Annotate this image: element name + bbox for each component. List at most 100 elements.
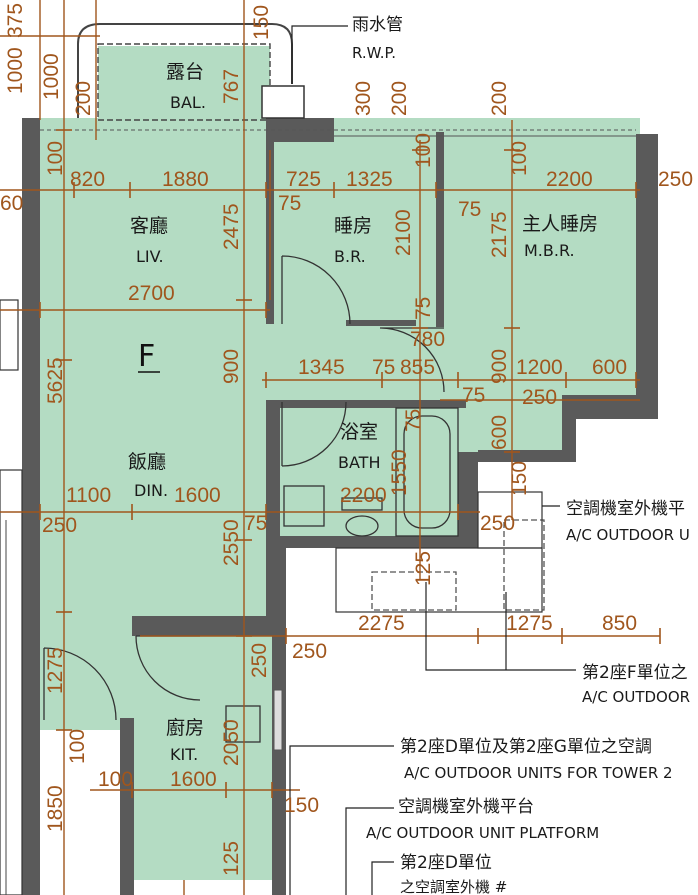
room-br-en: B.R. [334,247,366,266]
balcony-floor [98,46,270,118]
dim-1000a: 1000 [4,47,27,94]
dim-600a: 600 [592,356,627,379]
wall-kit-left [120,718,134,895]
dim-1000b: 1000 [40,53,63,100]
kitchen-hob [225,705,261,743]
callout-ac1-zh: 空調機室外機平 [566,499,685,519]
dim-125a: 125 [412,551,435,586]
left-structure-2 [0,469,23,895]
bathtub [395,407,459,537]
dim-250a: 250 [658,168,693,191]
dim-300: 300 [352,81,375,116]
wall-mbr-step2 [562,395,576,457]
dim-100e: 100 [98,768,133,791]
dim-1275a: 1275 [506,612,553,635]
dim-125b: 125 [220,841,243,876]
dim-100a: 100 [44,141,67,176]
dim-2200a: 2200 [546,168,593,191]
wall-left [22,118,40,895]
dim-1550: 1550 [388,449,411,496]
dim-75d: 75 [372,356,395,379]
wall-br-bottom [346,320,416,326]
callout-ac1-en: A/C OUTDOOR U [566,526,690,544]
kitchen-floor [132,636,272,880]
room-mbr-en: M.B.R. [524,241,575,260]
callout-ac5-zh: 第2座D單位 [400,853,492,873]
dim-820: 820 [70,168,105,191]
callout-ac4-zh: 空調機室外機平台 [398,797,534,817]
dim-100d: 100 [66,729,89,764]
dim-2550: 2550 [220,519,243,566]
room-din-en: DIN. [134,481,168,500]
dim-1880: 1880 [162,168,209,191]
dim-5625: 5625 [44,357,67,404]
dim-60: 60 [0,192,23,215]
room-bath-en: BATH [338,453,380,472]
rwp-box [261,85,305,119]
balcony-inner [97,43,271,121]
room-kit-en: KIT. [170,745,198,764]
door-bath [281,401,347,467]
floor-area [40,118,640,730]
dim-1345: 1345 [298,356,345,379]
unit-label: F [138,339,155,374]
dim-2200b: 2200 [340,484,387,507]
room-mbr-zh: 主人睡房 [522,213,598,235]
dim-1275b: 1275 [44,647,67,694]
wall-kit-top [132,616,286,636]
room-liv-en: LIV. [136,247,164,266]
dim-375: 375 [4,3,27,38]
dim-1600b: 1600 [170,768,217,791]
toilet-bowl [345,515,379,537]
dim-2475: 2475 [220,203,243,250]
dim-150c: 150 [284,794,319,817]
room-br-zh: 睡房 [334,215,372,237]
door-br [281,255,351,325]
dim-1325: 1325 [346,168,393,191]
dim-1850: 1850 [44,785,67,832]
kitchen-window [273,689,283,751]
dim-75a: 75 [278,192,301,215]
dim-200b: 200 [388,81,411,116]
ac-unit-1 [371,571,457,611]
dim-600b: 600 [488,415,511,450]
dim-855: 855 [400,356,435,379]
dim-250b: 250 [522,386,557,409]
dim-200c: 200 [488,81,511,116]
callout-ac3-zh: 第2座D單位及第2座G單位之空調 [400,737,652,757]
room-kit-zh: 廚房 [166,716,204,739]
dim-250d: 250 [480,512,515,535]
dim-2700: 2700 [128,282,175,305]
dim-1600a: 1600 [174,484,221,507]
dimension-lines [0,0,660,895]
dim-2050: 2050 [220,719,243,766]
left-structure-1 [0,299,19,371]
callout-ac3-en: A/C OUTDOOR UNITS FOR TOWER 2 [404,764,673,782]
callout-rwp-en: R.W.P. [352,44,396,62]
wall-kit-right [272,636,286,895]
wall-bath-left [266,400,280,540]
wall-din-right [266,540,286,636]
dim-250c: 250 [42,514,77,537]
dim-767: 767 [220,69,243,104]
dim-1100: 1100 [66,484,111,507]
room-din-zh: 飯廳 [128,451,166,473]
callout-ac5-en: 之空調室外機 # [400,878,507,895]
dim-100b: 100 [412,133,435,168]
room-bal-en: BAL. [170,93,206,112]
wall-bath-bottom [266,536,478,548]
dim-200a: 200 [72,81,95,116]
leader-lines [289,25,576,895]
dim-2100: 2100 [392,209,415,256]
toilet-tank [341,497,383,511]
dim-2275: 2275 [358,612,405,635]
dim-75g: 75 [244,512,267,535]
wall-right [636,134,658,419]
bathtub-inner [403,415,451,529]
dim-250e: 250 [248,643,271,678]
dim-900b: 900 [488,349,511,384]
dim-900a: 900 [220,349,243,384]
room-bal-zh: 露台 [166,61,204,83]
dim-75f: 75 [402,409,425,432]
